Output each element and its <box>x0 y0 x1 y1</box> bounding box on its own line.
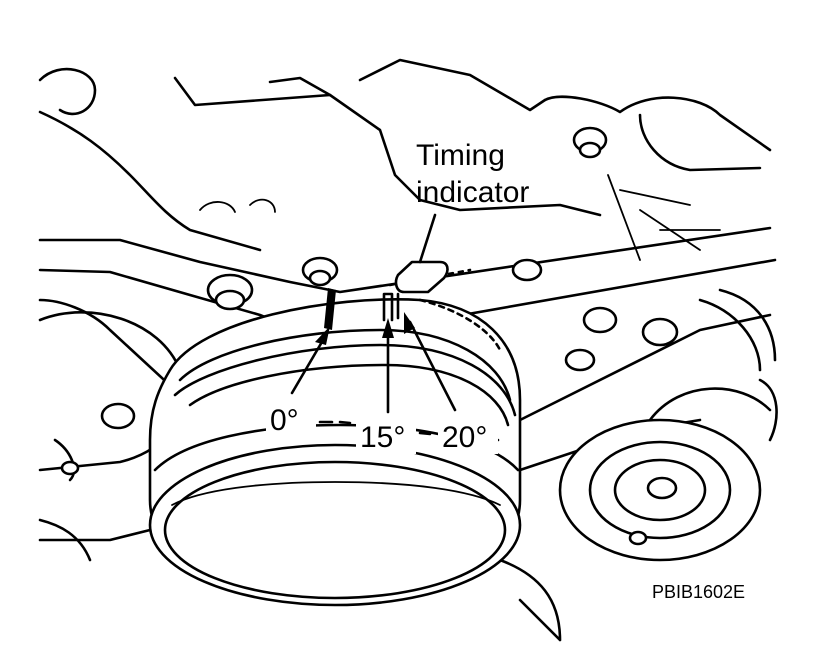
label-bg-0 <box>266 400 316 436</box>
timing-indicator-tab <box>394 260 449 294</box>
label-bg-15 <box>356 418 416 454</box>
engine-block-outline <box>38 58 772 261</box>
callout-arrows <box>290 213 457 414</box>
right-pulley <box>558 288 778 562</box>
mark-label-0deg: 0° <box>270 404 299 437</box>
lower-bracket <box>38 518 562 642</box>
mark-label-15deg: 15° <box>360 421 405 454</box>
label-bg-20 <box>438 418 498 454</box>
figure-code: PBIB1602E <box>652 582 745 602</box>
mark-label-20deg: 20° <box>442 421 487 454</box>
bolt-heads <box>60 126 679 476</box>
callout-label-line1: Timing <box>416 139 505 172</box>
crankshaft-pulley <box>148 268 522 607</box>
callout-label-line2: indicator <box>416 176 529 209</box>
timing-mark-ticks <box>324 288 400 330</box>
